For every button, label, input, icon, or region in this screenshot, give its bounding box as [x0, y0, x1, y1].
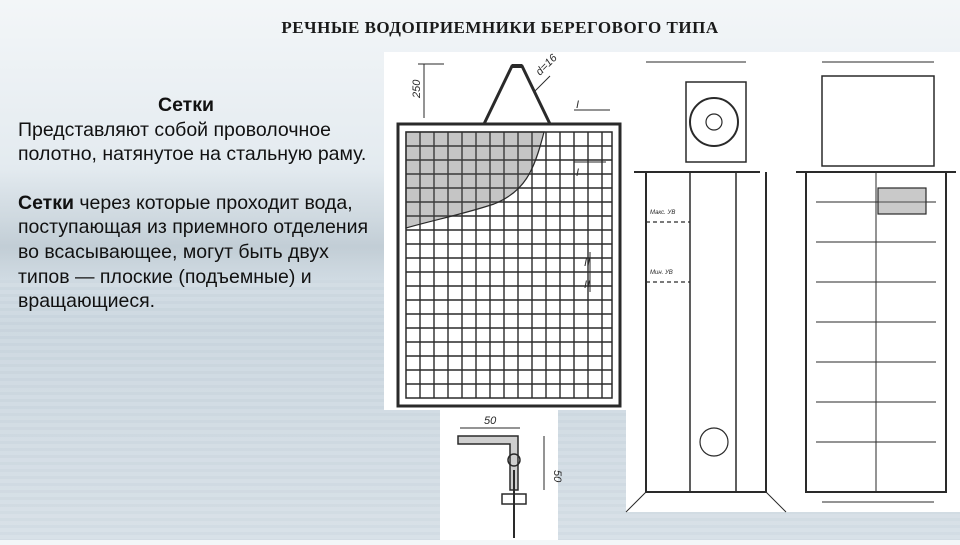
- fine-mesh-area: [405, 131, 545, 229]
- outer-frame: [396, 122, 622, 408]
- slide-title: РЕЧНЫЕ ВОДОПРИЕМНИКИ БЕРЕГОВОГО ТИПА: [281, 18, 719, 37]
- screen-frame-svg: 250 d=16 I I II II: [396, 51, 622, 408]
- dim-50-vertical-label: 50: [551, 470, 563, 483]
- slide-text-block: Сетки Представляют собой проволочное пол…: [18, 93, 378, 314]
- paragraph-types: Сетки через которые проходит вода, посту…: [18, 191, 378, 314]
- hoist-mechanism: [685, 81, 747, 163]
- section-mark-II-top: II: [584, 257, 590, 269]
- dim-50-horizontal-label: 50: [484, 415, 497, 427]
- level-max-label: Макс. УВ: [650, 210, 675, 216]
- section-mark-I-mid: I: [576, 167, 579, 179]
- mesh-grid: [406, 132, 612, 398]
- profile-detail-drawing: 50 50: [440, 410, 563, 540]
- screen-frame-drawing: 250 d=16 I I II II: [384, 51, 638, 410]
- intake-chamber-svg: Макс. УВ Мин. УВ: [625, 61, 956, 513]
- paragraph-types-rest: через которые проходит вода, поступающая…: [18, 191, 369, 313]
- intake-chamber-drawing: Макс. УВ Мин. УВ: [625, 52, 960, 513]
- profile-detail-svg: 50 50: [457, 415, 563, 538]
- section-mark-II-bottom: II: [584, 279, 590, 291]
- section-mark-I-top: I: [576, 99, 579, 111]
- level-min-label: Мин. УВ: [650, 270, 673, 276]
- paragraph-description: Представляют собой проволочное полотно, …: [18, 118, 367, 166]
- section-heading: Сетки: [158, 94, 214, 116]
- paragraph-types-term: Сетки: [18, 191, 74, 214]
- dim-250-label: 250: [411, 79, 423, 99]
- dim-d16-label: d=16: [534, 51, 561, 78]
